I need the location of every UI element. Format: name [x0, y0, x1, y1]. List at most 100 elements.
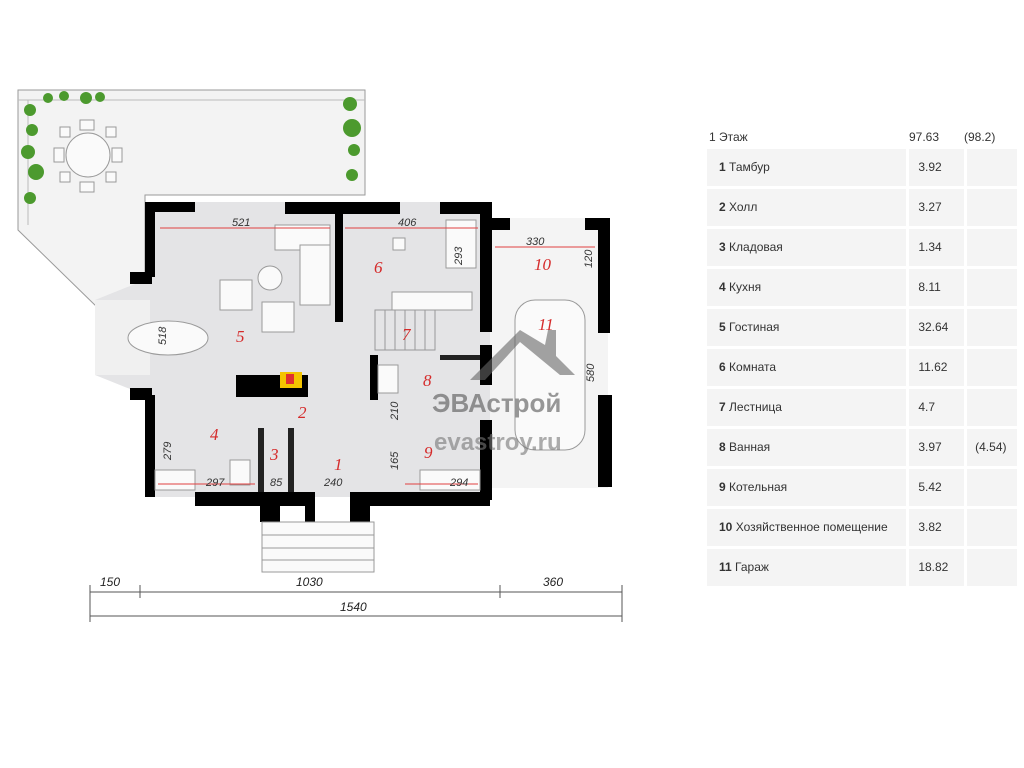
dimension-label: 1030 — [296, 575, 323, 589]
dimension-label: 360 — [543, 575, 563, 589]
room-name: Холл — [729, 200, 758, 214]
terrace — [17, 89, 366, 311]
dining-table — [127, 320, 209, 356]
legend-header: 1 Этаж 97.63 (98.2) — [707, 125, 1017, 149]
room-num: 10 — [719, 520, 733, 534]
room-area: 11.62 — [909, 349, 965, 386]
room-area: 3.82 — [909, 509, 965, 546]
room-number: 1 — [334, 455, 343, 474]
floor-plan-drawing: 1 2 3 4 5 6 7 8 9 10 11 521 406 330 120 … — [17, 89, 623, 622]
bathtub — [377, 364, 399, 394]
room-number: 5 — [236, 327, 245, 346]
floor-label: 1 Этаж — [709, 130, 748, 144]
room-name: Комната — [729, 360, 777, 374]
room-number: 10 — [534, 255, 552, 274]
dimension-label: 406 — [398, 217, 417, 229]
watermark-logo: ЭВАстрой evastroy.ru — [432, 330, 575, 456]
room-num: 3 — [719, 240, 726, 254]
room-area-alt — [967, 149, 1017, 186]
walls — [130, 202, 612, 522]
dimension-label: 279 — [162, 442, 174, 461]
room-num: 11 — [719, 560, 732, 574]
dimension-label: 521 — [232, 217, 250, 229]
room-number: 11 — [538, 315, 554, 334]
room-name: Кладовая — [729, 240, 783, 254]
room-area: 8.11 — [909, 269, 965, 306]
legend-row: 4 Кухня 8.11 — [707, 269, 1017, 306]
room-num: 4 — [719, 280, 726, 294]
bottom-dimensions: 150 1030 360 1540 — [89, 575, 623, 622]
legend-row: 9 Котельная 5.42 — [707, 469, 1017, 506]
dimension-label: 120 — [583, 249, 595, 268]
room-num: 8 — [719, 440, 726, 454]
legend-row: 8 Ванная 3.97(4.54) — [707, 429, 1017, 466]
watermark-site: evastroy.ru — [434, 429, 562, 456]
dimension-label: 294 — [449, 477, 468, 489]
room-number: 2 — [298, 403, 307, 422]
room-area-alt — [967, 549, 1017, 586]
dimension-label: 580 — [585, 363, 597, 382]
room-number: 3 — [269, 445, 279, 464]
room-num: 6 — [719, 360, 726, 374]
room-name: Гостиная — [729, 320, 780, 334]
legend-row: 3 Кладовая 1.34 — [707, 229, 1017, 266]
inner-dimensions: 521 406 330 120 293 518 210 279 297 85 2… — [157, 217, 597, 489]
room-name: Ванная — [729, 440, 771, 454]
terrace-chairs — [53, 119, 123, 193]
room-area-alt: (4.54) — [967, 429, 1017, 466]
armchair — [219, 279, 253, 311]
dimension-label: 210 — [389, 401, 401, 421]
room-area-alt — [967, 309, 1017, 346]
room-area: 3.27 — [909, 189, 965, 226]
room-area: 3.92 — [909, 149, 965, 186]
room-num: 7 — [719, 400, 726, 414]
room-number: 9 — [424, 443, 433, 462]
house-logo-icon — [470, 330, 575, 380]
dimension-label: 330 — [526, 236, 545, 248]
dimension-label: 150 — [100, 575, 120, 589]
dimension-label: 240 — [323, 477, 343, 489]
room-name: Тамбур — [729, 160, 770, 174]
room-name: Кухня — [729, 280, 762, 294]
room-num: 5 — [719, 320, 726, 334]
watermark-brand: ЭВАстрой — [432, 388, 561, 418]
room-num: 9 — [719, 480, 726, 494]
dimension-label: 1540 — [340, 600, 367, 614]
room-name: Котельная — [729, 480, 788, 494]
room-area-alt — [967, 469, 1017, 506]
room-number: 7 — [402, 325, 412, 344]
room-name: Гараж — [735, 560, 769, 574]
room-number: 4 — [210, 425, 219, 444]
floor-area: 97.63 — [909, 130, 940, 144]
room-area: 18.82 — [909, 549, 965, 586]
room-area: 3.97 — [909, 429, 965, 466]
floor-area-alt: (98.2) — [964, 130, 996, 144]
coffee-table — [257, 265, 283, 291]
room-area-alt — [967, 389, 1017, 426]
dimension-label: 293 — [453, 246, 465, 266]
room-area: 4.7 — [909, 389, 965, 426]
room-area-alt — [967, 269, 1017, 306]
room-numbers: 1 2 3 4 5 6 7 8 9 10 11 — [210, 255, 554, 474]
dimension-label: 297 — [205, 477, 225, 489]
room-area: 1.34 — [909, 229, 965, 266]
dimension-label: 165 — [389, 451, 401, 470]
room-area-alt — [967, 229, 1017, 266]
room-name: Лестница — [729, 400, 782, 414]
room-area-alt — [967, 509, 1017, 546]
room-area-alt — [967, 189, 1017, 226]
legend-row: 7 Лестница 4.7 — [707, 389, 1017, 426]
room-area-alt — [967, 349, 1017, 386]
legend-row: 11 Гараж 18.82 — [707, 549, 1017, 586]
staircase — [374, 309, 436, 351]
floor-plan: 1 2 3 4 5 6 7 8 9 10 11 521 406 330 120 … — [17, 89, 623, 622]
room-area: 5.42 — [909, 469, 965, 506]
terrace-table — [65, 132, 111, 178]
room-number: 8 — [423, 371, 432, 390]
